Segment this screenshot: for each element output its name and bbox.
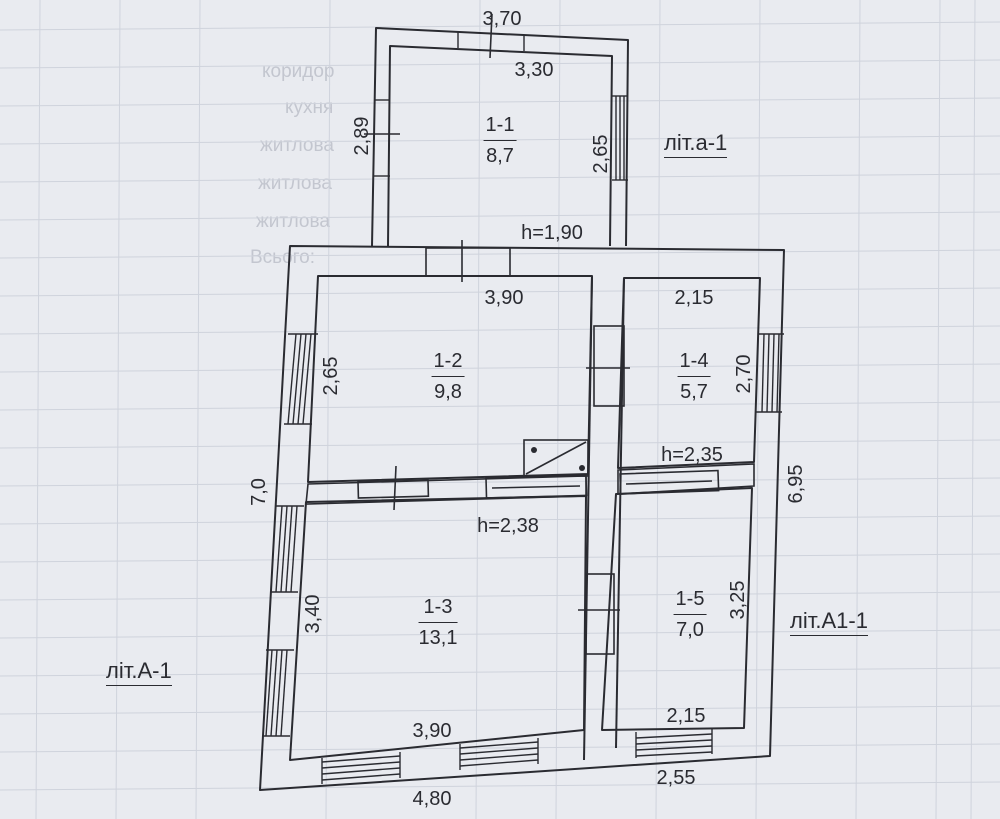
- room-1-4-label: 1-4 5,7: [677, 350, 711, 404]
- partition-1-4-1-5: [617, 463, 755, 495]
- annex-right-window: [612, 95, 628, 181]
- dim-room15-width: 2,15: [666, 705, 706, 727]
- room-id: 1-2: [431, 350, 465, 377]
- annex-inner-wall: [387, 45, 613, 247]
- dim-room13-width: 3,90: [412, 720, 452, 742]
- dim-left-total: 7,0: [248, 478, 270, 506]
- annex-outer-wall: [371, 27, 629, 247]
- house-outer-wall: [259, 245, 785, 791]
- label-lit-a: літ.а-1: [664, 130, 728, 158]
- room-id: 1-1: [483, 114, 517, 141]
- stove: [523, 439, 589, 477]
- room-id: 1-5: [673, 588, 707, 615]
- label-lit-A: літ.А-1: [106, 658, 172, 686]
- ghost-row-corridor: коридор: [262, 61, 335, 82]
- dim-room12-width: 3,90: [484, 287, 524, 309]
- dim-top-inner: 3,30: [514, 59, 554, 81]
- dim-room14-height: 2,70: [733, 354, 755, 394]
- partition-1-2-1-3: [305, 465, 588, 511]
- ghost-row-kitchen: кухня: [285, 97, 334, 118]
- right-window-room-1-4: [756, 333, 784, 413]
- ghost-row-living-2: житлова: [258, 173, 332, 194]
- room-area: 7,0: [676, 619, 704, 641]
- dim-room13-height: 3,40: [302, 594, 324, 634]
- room-id: 1-4: [677, 350, 711, 377]
- room-1-5-label: 1-5 7,0: [673, 588, 707, 642]
- lit-A1-text: літ.А1-1: [790, 608, 868, 636]
- dim-annex-left: 2,89: [351, 116, 373, 156]
- annex-top-window: [457, 32, 525, 51]
- ghost-row-living-3: житлова: [256, 211, 330, 232]
- room-area: 5,7: [680, 381, 708, 403]
- dim-room14-width: 2,15: [674, 287, 714, 309]
- dim-room15-height: 3,25: [727, 580, 749, 620]
- room-1-5-wall: [601, 487, 753, 731]
- left-window-room-1-3-lower: [262, 649, 294, 737]
- room-id: 1-3: [418, 596, 458, 623]
- dim-annex-right: 2,65: [590, 134, 612, 174]
- lit-a-text: літ.а-1: [664, 130, 728, 158]
- room-area: 9,8: [434, 381, 462, 403]
- partition-center-left: [583, 275, 593, 761]
- stove-dot-2: [579, 465, 585, 471]
- left-window-room-1-2: [284, 333, 318, 425]
- stove-dot-1: [531, 447, 537, 453]
- bottom-window-left: [321, 752, 401, 784]
- dim-bottom-main: 4,80: [412, 788, 452, 810]
- door-1-2-1-4: [586, 325, 630, 407]
- label-lit-A1: літ.А1-1: [790, 608, 868, 636]
- lit-A-text: літ.А-1: [106, 658, 172, 686]
- bottom-window-middle: [459, 738, 539, 770]
- room-1-4-wall: [617, 277, 761, 469]
- dim-right-total: 6,95: [785, 464, 807, 504]
- left-window-room-1-3-upper: [270, 505, 304, 593]
- room-1-1-label: 1-1 8,7: [483, 114, 517, 168]
- dim-bottom-side: 2,55: [656, 767, 696, 789]
- room-1-2-label: 1-2 9,8: [431, 350, 465, 404]
- dim-side-height: h=2,35: [661, 444, 723, 466]
- dim-annex-height: h=1,90: [521, 222, 583, 244]
- dim-main-height: h=2,38: [477, 515, 539, 537]
- door-1-3-1-5: [578, 573, 620, 655]
- dim-top-outer: 3,70: [482, 8, 522, 30]
- room-area: 13,1: [418, 627, 458, 649]
- annex-left-window: [374, 99, 390, 177]
- room-1-3-label: 1-3 13,1: [418, 596, 458, 650]
- annex-top-tick: [489, 13, 493, 59]
- room-area: 8,7: [486, 145, 514, 167]
- bottom-window-right: [635, 728, 713, 758]
- ghost-row-total: Всього:: [250, 247, 315, 268]
- ghost-row-living-1: житлова: [260, 135, 334, 156]
- dim-room12-height: 2,65: [320, 356, 342, 396]
- door-annex: [425, 240, 511, 282]
- partition-center-right: [615, 277, 625, 749]
